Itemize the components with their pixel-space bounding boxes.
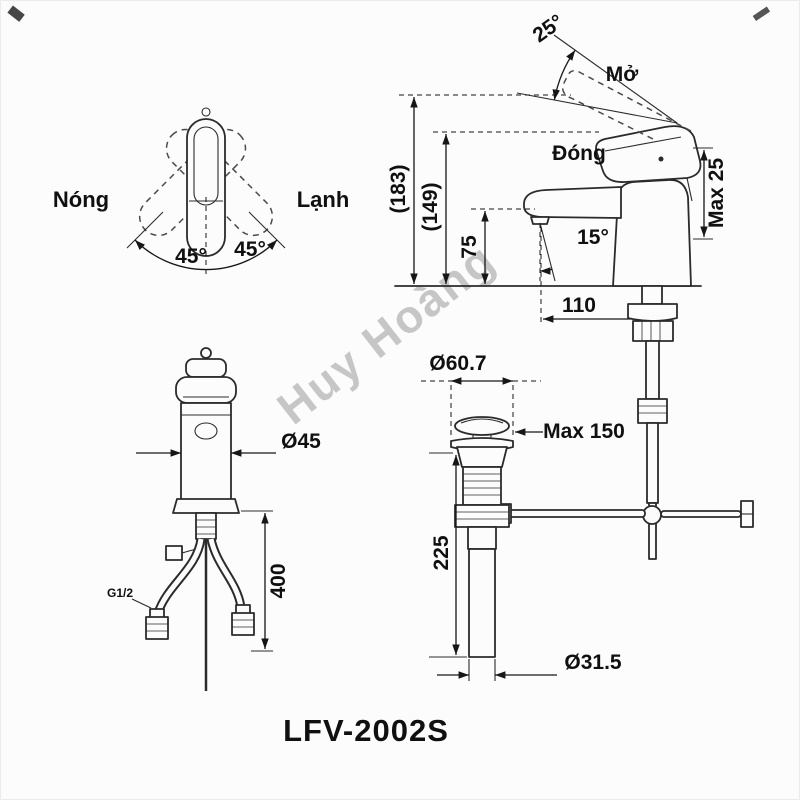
drain-body bbox=[456, 446, 508, 468]
drain-nut bbox=[454, 504, 510, 528]
handle-knob-top bbox=[201, 107, 211, 117]
front-handle-top bbox=[185, 358, 227, 378]
stream-angle-arc bbox=[539, 267, 553, 275]
supply-tube bbox=[645, 340, 660, 400]
mounting-flange bbox=[627, 303, 678, 322]
side-view: 25° Mở Đóng (183) (149) 75 15° bbox=[387, 10, 754, 560]
dim-spout-angle: 15° bbox=[539, 222, 609, 282]
model-number-label: LFV-2002S bbox=[283, 713, 449, 748]
drain-assembly: Ø60.7 Max 150 225 Ø31.5 bbox=[421, 352, 625, 681]
handle-closed bbox=[595, 125, 702, 183]
thread-size-label: G1/2 bbox=[107, 586, 133, 600]
front-view: G1/2 Ø45 400 bbox=[107, 347, 321, 691]
dim-body-diameter: Ø45 bbox=[136, 430, 321, 457]
dim-supply-length: 400 bbox=[241, 510, 290, 652]
cartridge-cap-line bbox=[686, 177, 693, 202]
open-angle-label: 25° bbox=[529, 10, 568, 47]
front-handle-lever bbox=[175, 376, 237, 404]
drain-threaded-section bbox=[462, 466, 502, 506]
hose-nut-right bbox=[231, 612, 255, 636]
open-position-label: Mở bbox=[606, 63, 638, 86]
aerator bbox=[530, 216, 550, 225]
dim-flange-diameter: Ø60.7 bbox=[421, 352, 541, 439]
faucet-body-side bbox=[612, 179, 692, 287]
hose-nut-left bbox=[145, 616, 169, 640]
pop-up-lever bbox=[508, 509, 646, 518]
coupling-nut bbox=[637, 398, 668, 424]
spout-reach-label: 110 bbox=[562, 294, 596, 317]
stream-angled-line bbox=[539, 222, 556, 282]
shank bbox=[641, 285, 663, 305]
tail-length-label: 225 bbox=[430, 535, 453, 570]
handle-inner-detail bbox=[193, 126, 219, 206]
swing-limit-left-line bbox=[126, 211, 164, 249]
watermark: Huy Hoàng bbox=[267, 233, 505, 435]
scan-artifact-mark bbox=[752, 6, 771, 21]
under-deck-hardware bbox=[494, 285, 754, 560]
angle-ref-closed-line bbox=[516, 92, 678, 124]
hot-label: Nóng bbox=[53, 187, 109, 212]
swing-left-angle-label: 45° bbox=[175, 245, 207, 268]
front-shank bbox=[195, 512, 217, 540]
swing-arc bbox=[134, 239, 278, 271]
dim-handle-height: (149) bbox=[419, 131, 599, 284]
tail-pipe bbox=[468, 548, 496, 658]
dim-total-height: (183) bbox=[387, 94, 571, 284]
scan-artifact-mark bbox=[7, 5, 25, 22]
lock-nut bbox=[632, 320, 674, 342]
flange-diameter-label: Ø60.7 bbox=[429, 352, 486, 375]
horizontal-rod bbox=[660, 510, 742, 518]
scan-artifacts bbox=[7, 5, 771, 22]
watermark-text: Huy Hoàng bbox=[267, 233, 505, 435]
dim-rod-travel: Max 150 bbox=[515, 420, 625, 443]
tail-coupling bbox=[467, 526, 497, 550]
swing-right-angle-label: 45° bbox=[234, 238, 266, 261]
dim-spout-height: 75 bbox=[458, 208, 535, 284]
handle-height-label: (149) bbox=[419, 182, 442, 231]
handle-pivot-dot bbox=[658, 156, 664, 162]
lift-rod bbox=[648, 502, 657, 560]
lift-rod-tube bbox=[646, 422, 659, 504]
dim-tail-length: 225 bbox=[429, 452, 467, 658]
spout bbox=[523, 186, 622, 219]
dim-open-angle: 25° bbox=[516, 10, 678, 124]
max-thickness-label: Max 25 bbox=[705, 158, 728, 228]
front-base bbox=[172, 498, 240, 514]
tail-diameter-label: Ø31.5 bbox=[564, 651, 622, 674]
dim-max-thickness: Max 25 bbox=[693, 147, 728, 240]
total-height-label: (183) bbox=[387, 164, 410, 213]
pop-up-cap bbox=[454, 416, 510, 436]
thread-leader-line bbox=[131, 598, 152, 609]
spout-angle-label: 15° bbox=[577, 226, 609, 249]
swing-limit-right-line bbox=[248, 211, 286, 249]
open-angle-arc bbox=[552, 49, 576, 101]
closed-position-label: Đóng bbox=[552, 142, 606, 165]
cold-label: Lạnh bbox=[297, 187, 350, 212]
front-body bbox=[180, 402, 232, 504]
handle-detail-line bbox=[604, 136, 682, 152]
spout-height-label: 75 bbox=[458, 235, 481, 259]
angle-ref-open-line bbox=[553, 34, 678, 124]
front-knob bbox=[200, 347, 212, 359]
body-diameter-label: Ø45 bbox=[281, 430, 321, 453]
top-view: Nóng Lạnh 45° 45° bbox=[53, 107, 350, 275]
mounting-tab bbox=[165, 545, 183, 561]
rod-travel-label: Max 150 bbox=[543, 420, 625, 443]
dim-tail-diameter: Ø31.5 bbox=[437, 651, 622, 681]
supply-length-label: 400 bbox=[267, 563, 290, 598]
front-badge bbox=[194, 422, 218, 440]
